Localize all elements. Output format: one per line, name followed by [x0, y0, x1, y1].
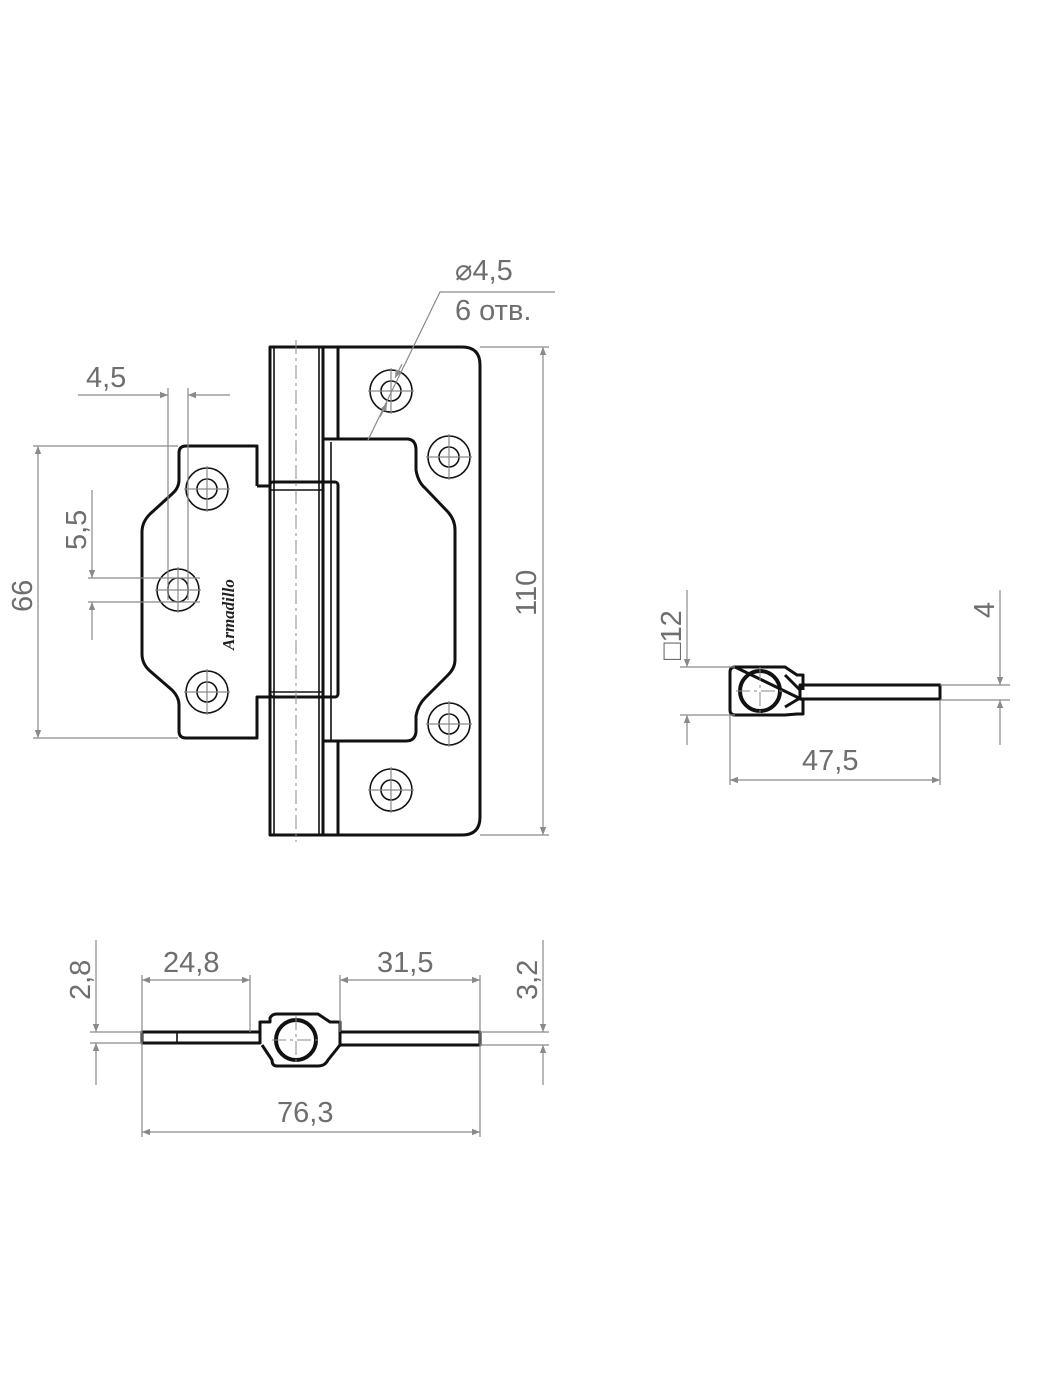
dimension-110: 110 — [480, 346, 549, 836]
dimension-offset: 4,5 — [78, 362, 230, 600]
left-leaf-24-8-label: 24,8 — [163, 947, 219, 979]
width-47-5-label: 47,5 — [802, 745, 858, 777]
knuckle-12-label: □12 — [656, 610, 688, 660]
leaf-cutout — [323, 437, 457, 743]
height-110-label: 110 — [511, 570, 543, 616]
right-leaf-31-5-label: 31,5 — [377, 947, 433, 979]
hole — [426, 701, 472, 747]
hole — [368, 767, 414, 813]
dimension-66: 66 — [7, 445, 178, 739]
bottom-view: 24,8 31,5 76,3 2,8 3,2 — [65, 940, 549, 1137]
total-76-3-label: 76,3 — [277, 1097, 333, 1129]
slot-5-5-label: 5,5 — [61, 510, 93, 550]
thickness-4-label: 4 — [969, 602, 1001, 618]
left-leaf — [140, 444, 270, 740]
offset-label: 4,5 — [86, 362, 126, 394]
front-view: Armadillo ⌀4,5 6 отв. 4,5 66 5,5 — [7, 255, 555, 842]
side-view: 47,5 □12 4 — [656, 590, 1010, 785]
dimension-5-5: 5,5 — [61, 490, 200, 640]
left-thickness-2-8-label: 2,8 — [65, 960, 97, 1000]
brand-logo: Armadillo — [219, 579, 238, 651]
hole — [368, 368, 414, 414]
hole-count-label: 6 отв. — [455, 295, 531, 327]
hole — [184, 466, 230, 512]
knuckle — [268, 480, 340, 699]
hole — [426, 434, 472, 480]
mounting-holes — [155, 368, 472, 813]
right-leaf — [268, 345, 482, 837]
height-66-label: 66 — [7, 580, 39, 612]
hole-diameter-label: ⌀4,5 — [455, 255, 513, 287]
right-thickness-3-2-label: 3,2 — [512, 960, 544, 1000]
dimension-hole-diameter: ⌀4,5 6 отв. — [367, 255, 555, 441]
hole-slot — [155, 567, 201, 613]
hole — [184, 669, 230, 715]
